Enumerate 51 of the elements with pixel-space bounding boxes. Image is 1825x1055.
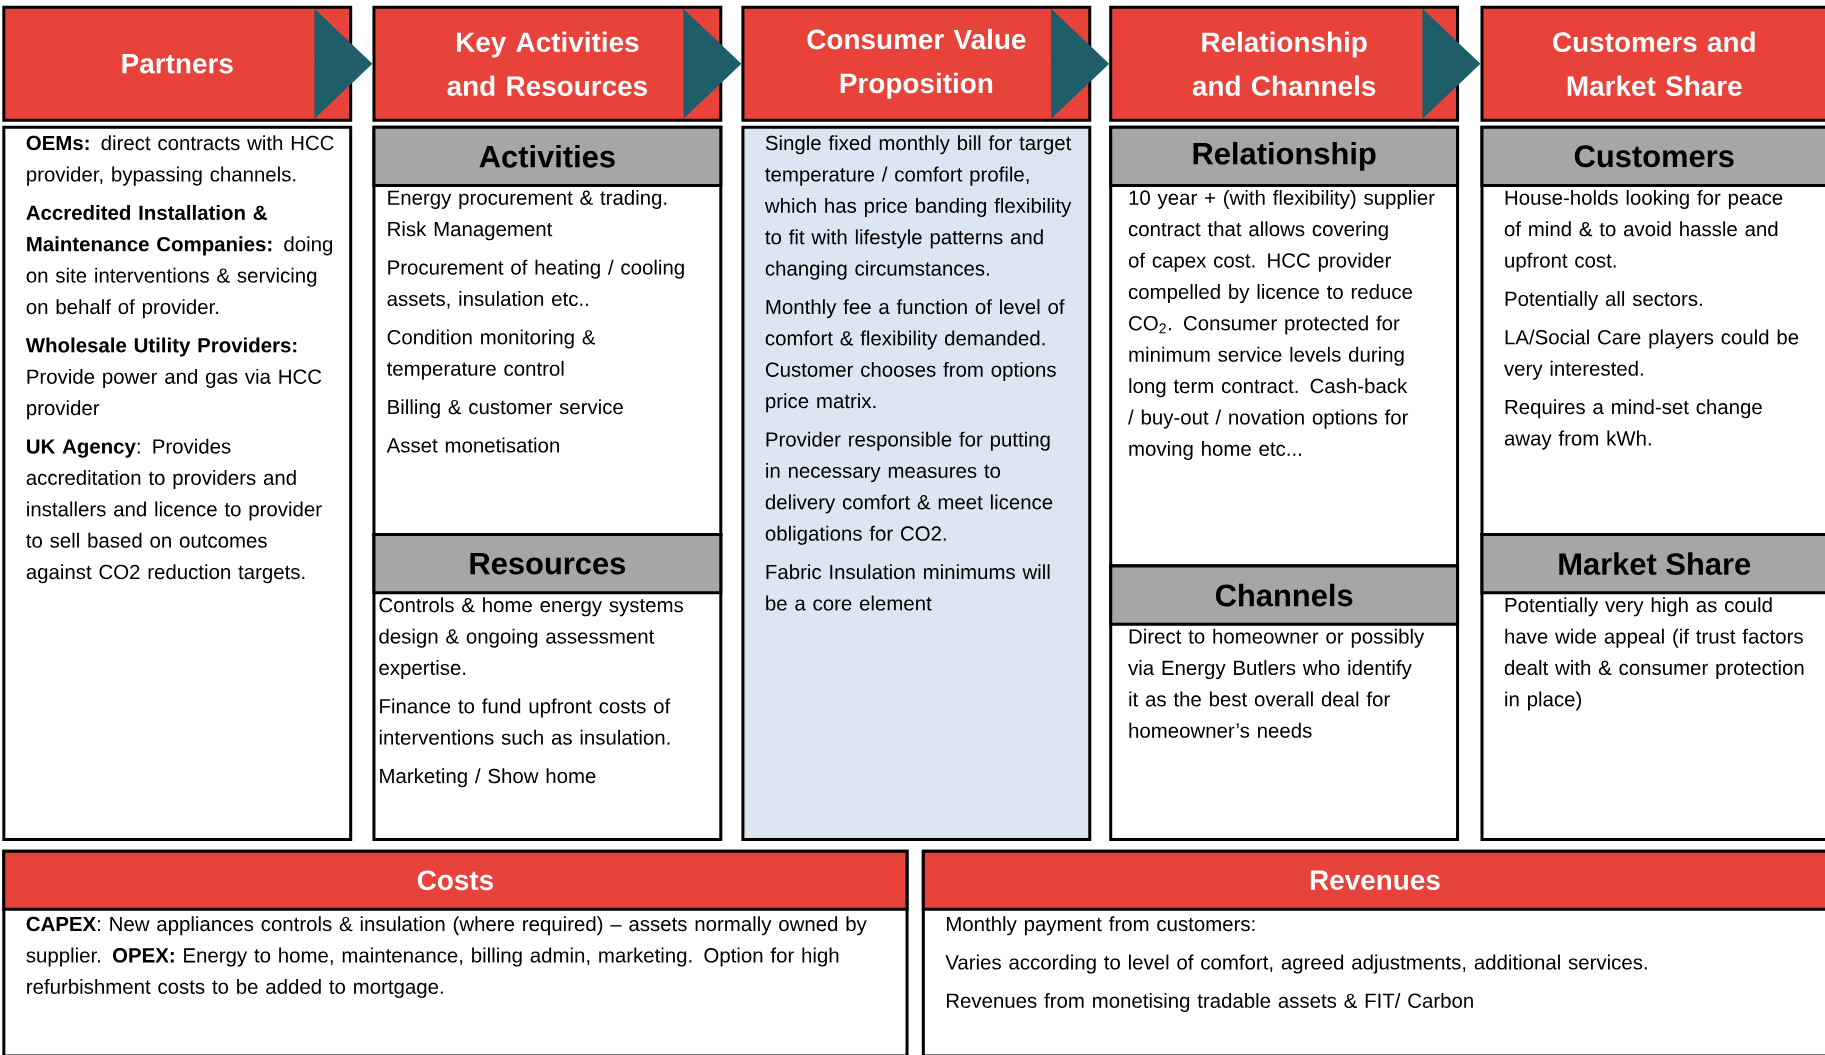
section-heading: Channels [1109,564,1460,626]
body-text: CAPEX: New appliances controls & insulation (where required) – assets normally owned by supplier. OPEX: Energy to home, maintenance, billing admin, marketing. Option for high refurbishment costs to be added to mortgage. [26,916,867,998]
section-box [2,849,909,1055]
arrow [314,9,373,119]
body-text: LA/Social Care players could be very interested. [1504,329,1799,380]
header-banner: Relationship and Channels [1109,5,1460,122]
section-heading: Revenues [921,849,1825,911]
section-heading: Activities [372,125,723,187]
body-text: 10 year + (with flexibility) supplier contract that allows covering of capex cost. HCC provider compelled by licence to reduce CO$_{2}$. Consumer protected for minimum service levels during long term contract. Cash-back / buy-out / novation options for moving home etc... [1128,189,1435,460]
body-text: Potentially very high as could have wide appeal (if trust factors dealt with & consumer protection in place) [1504,597,1804,711]
section-heading: Resources [372,533,723,595]
arrow [1050,9,1109,119]
body-text: Revenues from monetising tradable assets & FIT/ Carbon [946,992,1473,1012]
header-banner: Key Activities and Resources [372,5,723,122]
body-text: Asset monetisation [386,437,559,453]
section-box [921,849,1825,1055]
body-text: Marketing / Show home [380,768,596,788]
body-text: Condition monitoring & temperature control [386,329,596,380]
body-text: Potentially all sectors. [1505,291,1702,311]
body-text: Fabric Insulation minimums will be a core element [766,564,1050,611]
body-text: Varies according to level of comfort, agreed adjustments, additional services. [945,954,1647,974]
body-text: Monthly fee a function of level of comfort & flexibility demanded. Customer chooses from options price matrix. [765,299,1065,413]
body-text: Finance to fund upfront costs of interventions such as insulation. [379,698,671,745]
arrow [683,9,742,119]
body-text: Monthly payment from customers: [946,916,1255,936]
body-text: Single fixed monthly bill for target temperature / comfort profile, which has price banding flexibility to fit with lifestyle patterns and changing circumstances. [764,135,1072,280]
section-box [1109,564,1460,841]
section-heading: Customers [1480,125,1825,187]
section-heading: Market Share [1480,533,1825,595]
content-box [2,125,353,842]
body-text: Requires a mind-set change away from kWh. [1504,399,1762,450]
section-heading: Costs [2,849,909,911]
section-box [372,533,723,841]
arrow [1422,9,1481,119]
body-text: OEMs: direct contracts with HCC provider, bypassing channels. [26,135,334,186]
body-text: UK Agency: Provides accreditation to providers and installers and licence to provider to sell based on outcomes against CO2 reduction targets. [26,438,322,584]
section-heading: Relationship [1109,125,1460,187]
body-text: Energy procurement & trading. Risk Management [388,189,667,241]
body-text: Controls & home energy systems design & ongoing assessment expertise. [379,597,683,680]
body-text: Procurement of heating / cooling assets, insulation etc.. [387,259,684,309]
header-banner: Customers and Market Share [1480,5,1825,122]
header-banner: Partners [2,5,353,122]
body-text: House-holds looking for peace of mind & to avoid hassle and upfront cost. [1504,189,1783,272]
content-box [741,125,1092,842]
body-text: Billing & customer service [388,399,623,419]
body-text: Wholesale Utility Providers: Provide power and gas via HCC provider [25,337,322,420]
body-text: Direct to homeowner or possibly via Energy Butlers who identify it as the best overall deal for homeowner’s needs [1128,628,1425,738]
header-banner: Consumer Value Proposition [741,5,1092,122]
section-box [1480,533,1825,841]
body-text: Provider responsible for putting in necessary measures to delivery comfort & meet licence obligations for CO2. [765,431,1053,545]
body-text: Accredited Installation & Maintenance Companies: doing on site interventions & servicing on behalf of provider. [26,205,333,319]
